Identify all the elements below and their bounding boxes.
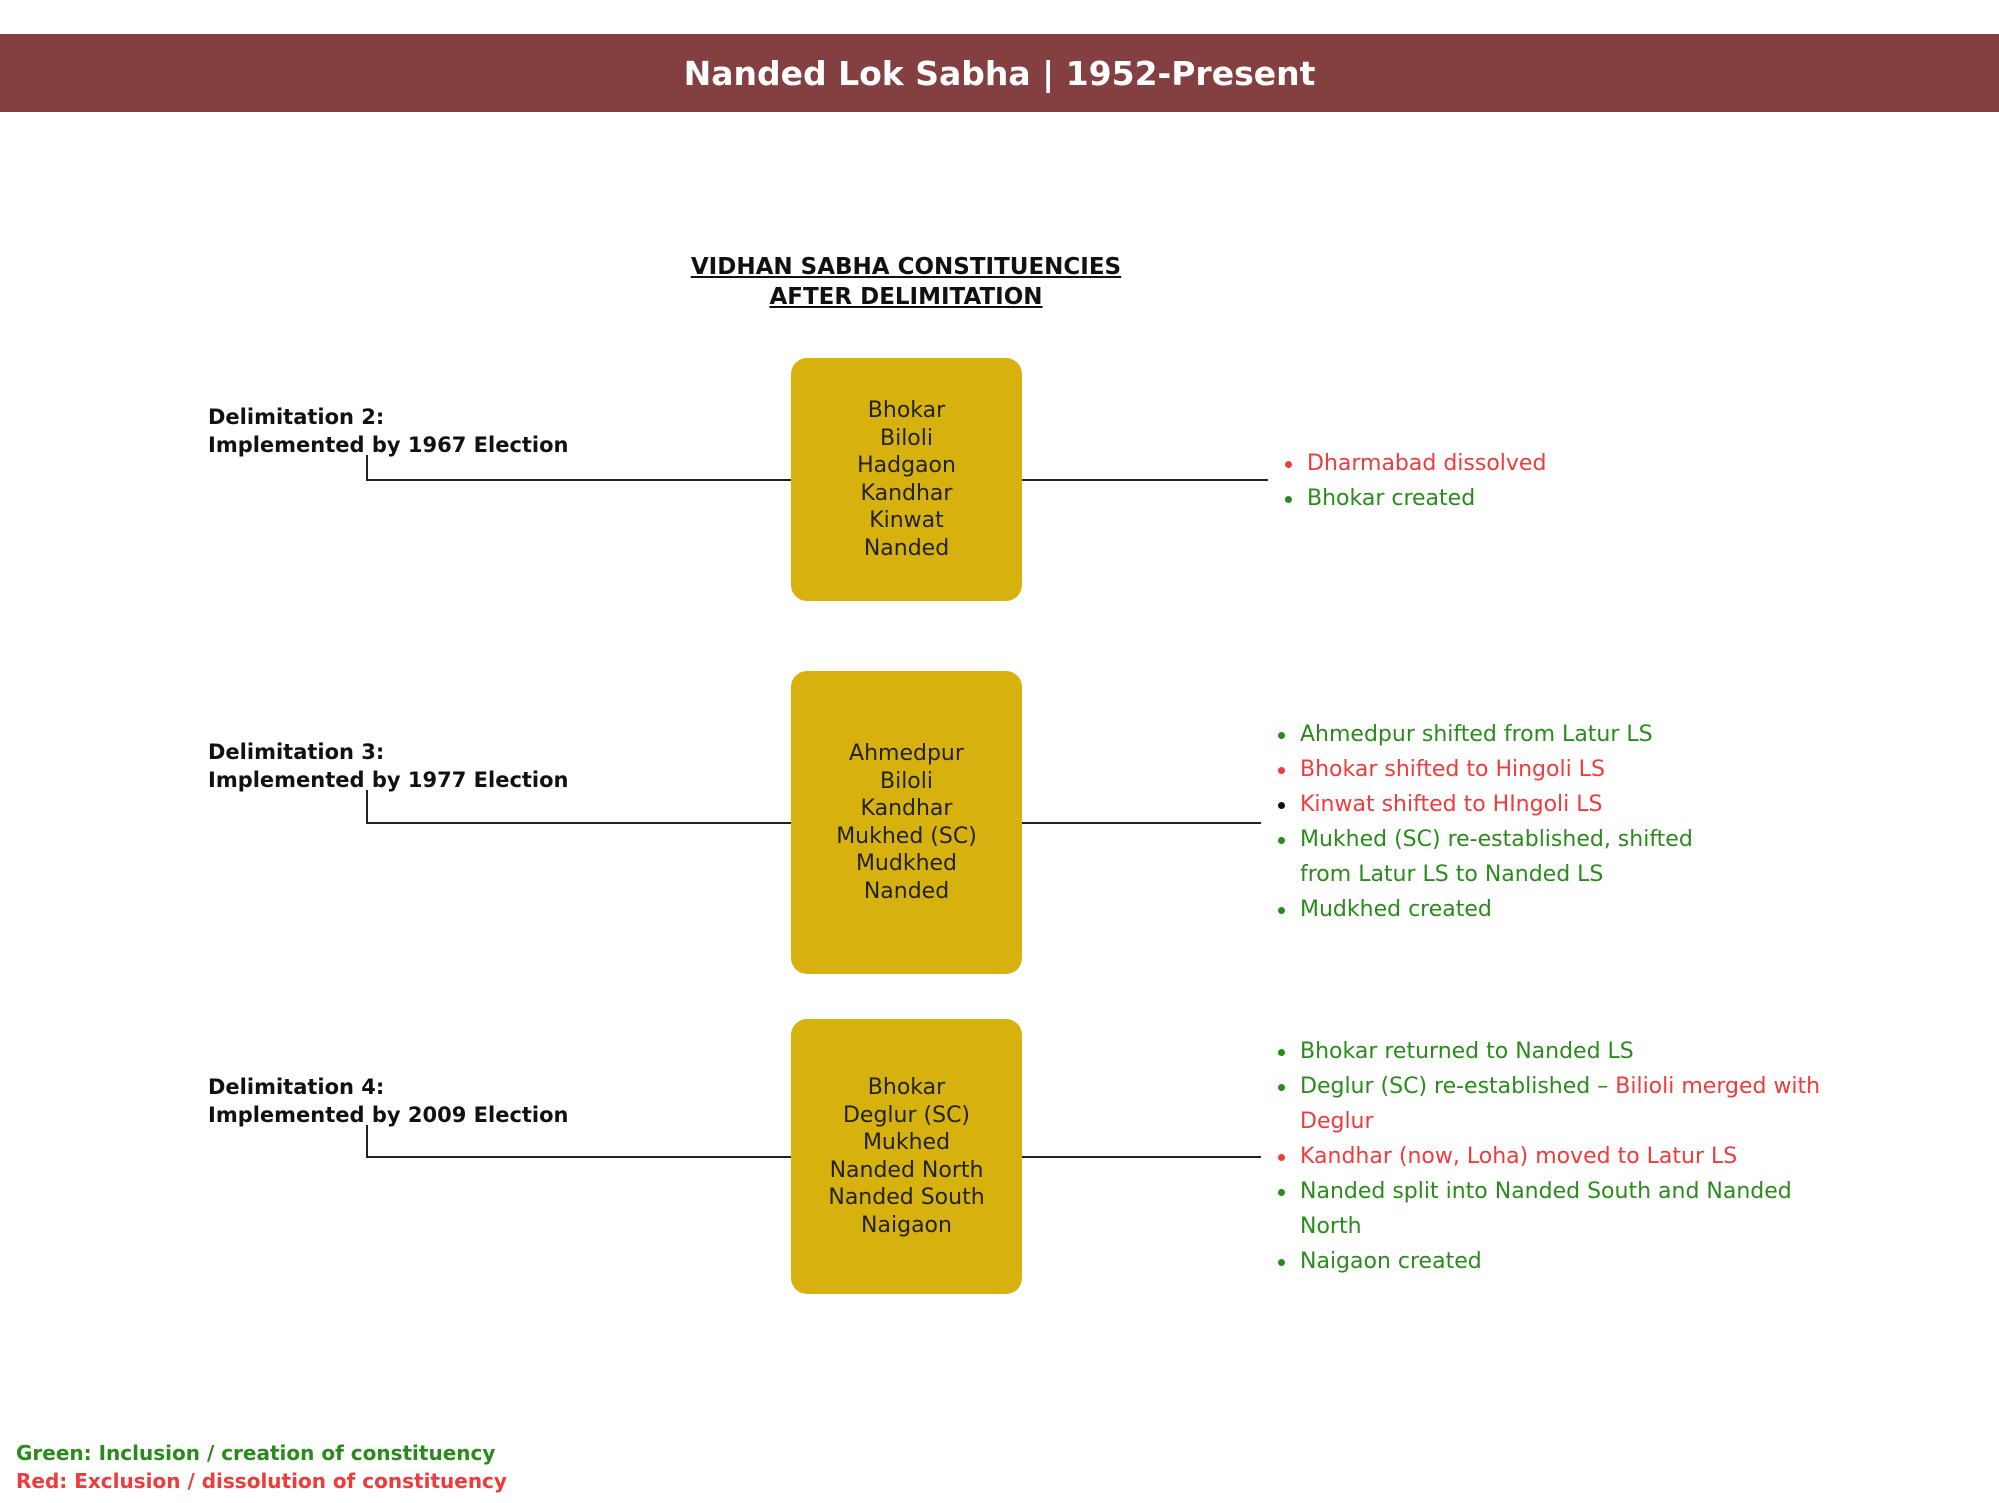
connector-label-to-box-4	[366, 1125, 791, 1158]
change-text: North	[1300, 1214, 1362, 1239]
connector-label-to-box-2	[366, 455, 791, 481]
delimitation-3-changes: Ahmedpur shifted from Latur LS Bhokar shi…	[1278, 717, 1693, 927]
constituency: Mudkhed	[855, 851, 958, 876]
change-item: Kandhar (now, Loha) moved to Latur LS	[1278, 1139, 1820, 1174]
change-text: Ahmedpur shifted from Latur LS	[1300, 722, 1653, 747]
change-item: Dharmabad dissolved	[1285, 446, 1546, 481]
bullet-dot	[1278, 802, 1285, 809]
change-item: Bhokar returned to Nanded LS	[1278, 1034, 1820, 1069]
delimitation-4-election: Implemented by 2009 Election	[208, 1103, 569, 1127]
change-text: from Latur LS to Nanded LS	[1300, 862, 1604, 887]
constituency: Bhokar	[867, 398, 946, 423]
constituency: Biloli	[879, 425, 933, 451]
change-item: Naigaon created	[1278, 1244, 1820, 1279]
page-title: Nanded Lok Sabha | 1952-Present	[683, 53, 1316, 93]
bullet-dot	[1278, 907, 1285, 914]
change-item: Mudkhed created	[1278, 892, 1693, 927]
section-heading-line-1: VIDHAN SABHA CONSTITUENCIES	[690, 254, 1122, 280]
bullet-dot	[1285, 461, 1292, 468]
bullet-dot	[1278, 1154, 1285, 1161]
legend-green: Green: Inclusion / creation of constitue…	[16, 1441, 496, 1465]
bullet-dot	[1278, 767, 1285, 774]
constituency: Naigaon	[861, 1212, 952, 1238]
change-text: Bhokar shifted to Hingoli LS	[1300, 757, 1605, 782]
bullet-dot	[1278, 732, 1285, 739]
change-text: Nanded split into Nanded South and Nande…	[1300, 1179, 1792, 1204]
change-item: Kinwat shifted to HIngoli LS	[1278, 787, 1693, 822]
constituency: Hadgaon	[857, 453, 956, 478]
title-banner: Nanded Lok Sabha | 1952-Present	[0, 34, 1999, 112]
bullet-dot	[1278, 1084, 1285, 1091]
change-item: Deglur (SC) re-established – Bilioli mer…	[1278, 1069, 1820, 1104]
change-text: Mukhed (SC) re-established, shifted	[1300, 827, 1693, 852]
section-heading: VIDHAN SABHA CONSTITUENCIES AFTER DELIMI…	[600, 252, 1212, 312]
change-text: Bhokar created	[1307, 486, 1476, 511]
connector-label-to-box-3	[366, 790, 791, 824]
change-text: Kinwat shifted to HIngoli LS	[1300, 792, 1603, 817]
change-text: Dharmabad dissolved	[1307, 451, 1547, 476]
change-item: from Latur LS to Nanded LS	[1278, 857, 1693, 892]
bullet-dot	[1278, 1049, 1285, 1056]
change-item: North	[1278, 1209, 1820, 1244]
constituency: Nanded	[863, 535, 950, 561]
delimitation-3-title: Delimitation 3:	[208, 740, 385, 764]
change-text: Deglur (SC) re-established –	[1300, 1074, 1616, 1099]
delimitation-3-election: Implemented by 1977 Election	[208, 768, 569, 792]
section-heading-line-2: AFTER DELIMITATION	[769, 284, 1043, 310]
change-text: Kandhar (now, Loha) moved to Latur LS	[1300, 1144, 1738, 1169]
bullet-dot	[1278, 837, 1285, 844]
change-item: Nanded split into Nanded South and Nande…	[1278, 1174, 1820, 1209]
delimitation-4-title: Delimitation 4:	[208, 1075, 385, 1099]
constituency: Nanded North	[829, 1157, 984, 1183]
change-item: Bhokar created	[1285, 481, 1546, 516]
change-item: Bhokar shifted to Hingoli LS	[1278, 752, 1693, 787]
constituency: Bhokar	[867, 1075, 946, 1100]
delimitation-2-label: Delimitation 2: Implemented by 1967 Elec…	[208, 403, 569, 459]
change-text: Deglur	[1300, 1109, 1374, 1134]
constituency: Kandhar	[860, 796, 953, 821]
constituency: Ahmedpur	[849, 741, 964, 766]
constituency: Mukhed (SC)	[836, 823, 977, 849]
bullet-dot	[1278, 1259, 1285, 1266]
constituency: Mukhed	[862, 1130, 951, 1155]
change-text: Mudkhed created	[1300, 897, 1492, 922]
constituency: Kandhar	[860, 480, 953, 506]
change-item: Ahmedpur shifted from Latur LS	[1278, 717, 1693, 752]
change-text: Naigaon created	[1300, 1249, 1482, 1274]
legend-red: Red: Exclusion / dissolution of constitu…	[16, 1469, 507, 1493]
change-item: Mukhed (SC) re-established, shifted	[1278, 822, 1693, 857]
constituency: Biloli	[879, 768, 933, 794]
bullet-dot	[1285, 496, 1292, 503]
delimitation-4-changes: Bhokar returned to Nanded LS Deglur (SC) …	[1278, 1034, 1820, 1279]
constituency: Deglur (SC)	[842, 1102, 971, 1128]
bullet-dot	[1278, 1189, 1285, 1196]
delimitation-2-election: Implemented by 1967 Election	[208, 433, 569, 457]
delimitation-2-title: Delimitation 2:	[208, 405, 385, 429]
constituency: Nanded	[863, 878, 950, 904]
delimitation-3-constituency-box: Ahmedpur Biloli Kandhar Mukhed (SC) Mudk…	[791, 671, 1022, 974]
delimitation-4-constituency-box: Bhokar Deglur (SC) Mukhed Nanded North N…	[791, 1019, 1022, 1294]
change-text: Bilioli merged with	[1615, 1074, 1821, 1099]
delimitation-3-label: Delimitation 3: Implemented by 1977 Elec…	[208, 738, 569, 794]
change-text: Bhokar returned to Nanded LS	[1300, 1039, 1634, 1064]
delimitation-4-label: Delimitation 4: Implemented by 2009 Elec…	[208, 1073, 569, 1129]
constituency: Nanded South	[828, 1185, 985, 1210]
delimitation-2-constituency-box: Bhokar Biloli Hadgaon Kandhar Kinwat Nan…	[791, 358, 1022, 601]
constituency: Kinwat	[869, 508, 944, 533]
change-item: Deglur	[1278, 1104, 1820, 1139]
